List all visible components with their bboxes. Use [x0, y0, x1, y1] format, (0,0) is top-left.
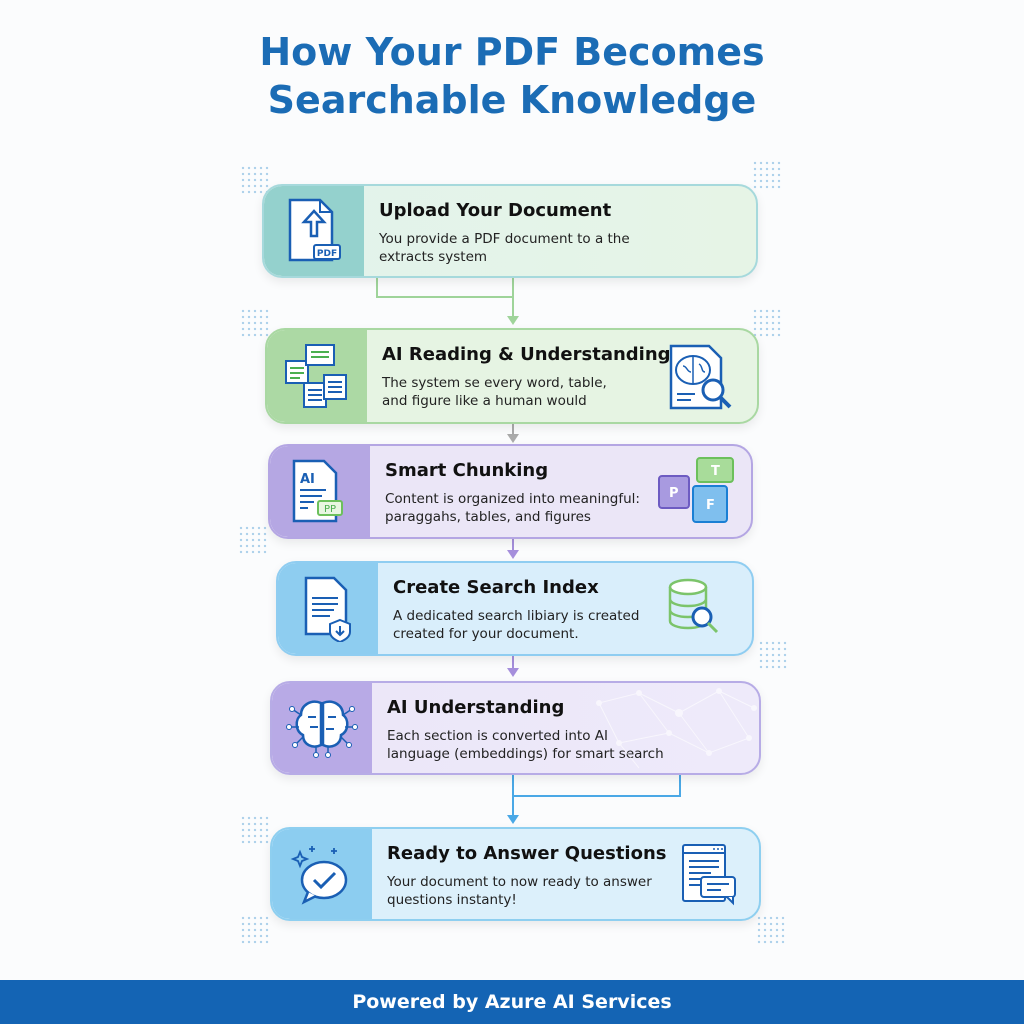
decorative-dots [752, 308, 782, 338]
ai-document-icon: AI PP [292, 459, 343, 522]
footer-banner: Powered by Azure AI Services [0, 980, 1024, 1024]
svg-text:T: T [711, 464, 720, 479]
brain-search-icon [669, 344, 732, 410]
footer-text: Powered by Azure AI Services [352, 991, 672, 1013]
connector [512, 795, 681, 797]
step-title: Ready to Answer Questions [387, 843, 667, 864]
decorative-dots [756, 915, 786, 945]
step-description: Your document to now ready to answer que… [387, 874, 652, 908]
connector [376, 277, 378, 297]
step-icon-panel: AI PP [270, 446, 370, 537]
decorative-dots [240, 915, 270, 945]
step-card-ai-understanding: AI Understanding Each section is convert… [270, 681, 761, 775]
arrow-down-icon [507, 316, 519, 325]
svg-text:AI: AI [300, 472, 315, 487]
step-icon-panel [272, 683, 372, 773]
step-description: The system se every word, table, and fig… [382, 375, 607, 409]
arrow-down-icon [507, 550, 519, 559]
step-description: Content is organized into meaningful: pa… [385, 491, 640, 525]
step-title: AI Understanding [387, 697, 565, 718]
puzzle-pieces-icon: P T F [658, 457, 734, 523]
connector [512, 538, 514, 550]
brain-network-icon [286, 700, 358, 758]
decorative-dots [240, 165, 270, 195]
step-card-ai-reading: AI Reading & Understanding The system se… [265, 328, 759, 424]
document-chat-icon [682, 844, 736, 906]
database-search-icon [668, 578, 719, 634]
decorative-dots [238, 525, 268, 555]
step-icon-panel [267, 330, 367, 422]
chat-check-icon [290, 846, 348, 905]
step-card-upload: PDF Upload Your Document You provide a P… [262, 184, 758, 278]
step-card-search-index: Create Search Index A dedicated search l… [276, 561, 754, 656]
page-title: How Your PDF Becomes Searchable Knowledg… [0, 28, 1024, 124]
decorative-dots [752, 160, 782, 190]
title-line-1: How Your PDF Becomes [259, 30, 765, 74]
step-icon-panel [278, 563, 378, 654]
step-title: AI Reading & Understanding [382, 344, 671, 365]
step-description: A dedicated search libiary is created cr… [393, 608, 640, 642]
title-line-2: Searchable Knowledge [267, 78, 757, 122]
connector [512, 424, 514, 436]
step-title: Upload Your Document [379, 200, 612, 221]
connector [679, 774, 681, 796]
connector [376, 296, 514, 298]
step-description: Each section is converted into AI langua… [387, 728, 664, 762]
network-background-icon [596, 688, 757, 769]
decorative-dots [240, 308, 270, 338]
arrow-down-icon [507, 668, 519, 677]
documents-icon [285, 344, 347, 408]
pdf-upload-icon: PDF [288, 198, 341, 262]
secure-document-icon [304, 576, 351, 642]
svg-text:PP: PP [324, 504, 336, 515]
svg-text:P: P [669, 486, 679, 501]
step-title: Create Search Index [393, 577, 599, 598]
arrow-down-icon [507, 815, 519, 824]
step-description: You provide a PDF document to a the extr… [379, 231, 630, 265]
decorative-dots [758, 640, 788, 670]
svg-text:PDF: PDF [317, 249, 337, 259]
step-title: Smart Chunking [385, 460, 549, 481]
step-card-smart-chunking: AI PP Smart Chunking Content is organized… [268, 444, 753, 539]
step-icon-panel [272, 829, 372, 919]
decorative-dots [240, 815, 270, 845]
connector [512, 655, 514, 669]
arrow-down-icon [507, 434, 519, 443]
svg-text:F: F [706, 498, 715, 513]
step-icon-panel: PDF [264, 186, 364, 276]
step-card-ready: Ready to Answer Questions Your document … [270, 827, 761, 921]
